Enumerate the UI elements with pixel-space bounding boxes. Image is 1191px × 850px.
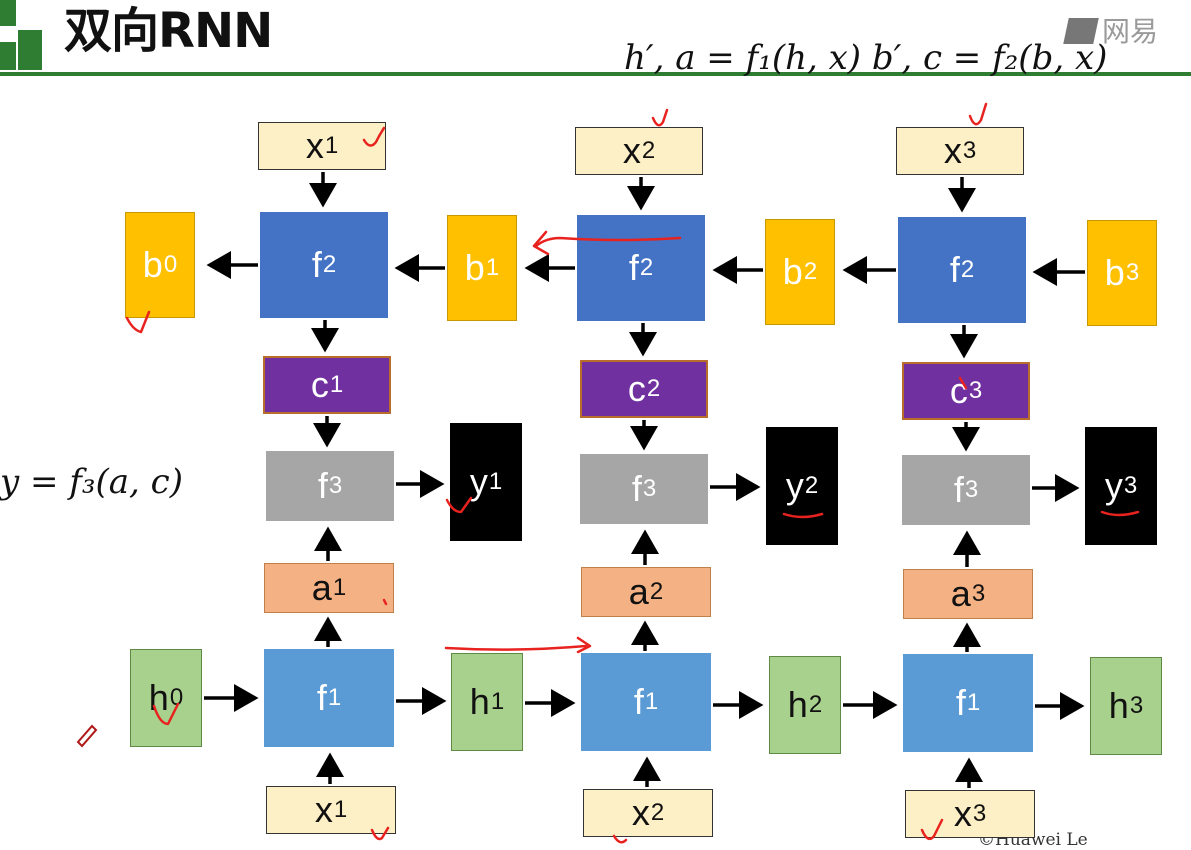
- watermark-text: 网易: [1102, 16, 1159, 47]
- recurrence-formula: h′, a = f₁(h, x) b′, c = f₂(b, x): [624, 38, 1108, 78]
- output-formula: y = f₃(a, c): [0, 462, 183, 502]
- logo-icon: [0, 0, 44, 70]
- watermark: 网易: [1063, 10, 1159, 50]
- annotation-check-x2-top: [651, 108, 669, 127]
- page-title: 双向RNN: [64, 3, 273, 59]
- watermark-logo-icon: [1063, 18, 1099, 44]
- title-divider: [0, 72, 1191, 76]
- pen-cursor-icon: [76, 724, 98, 748]
- annotation-check-x3-top: [968, 102, 988, 126]
- annotation-arrow-h1-f1: [444, 636, 592, 654]
